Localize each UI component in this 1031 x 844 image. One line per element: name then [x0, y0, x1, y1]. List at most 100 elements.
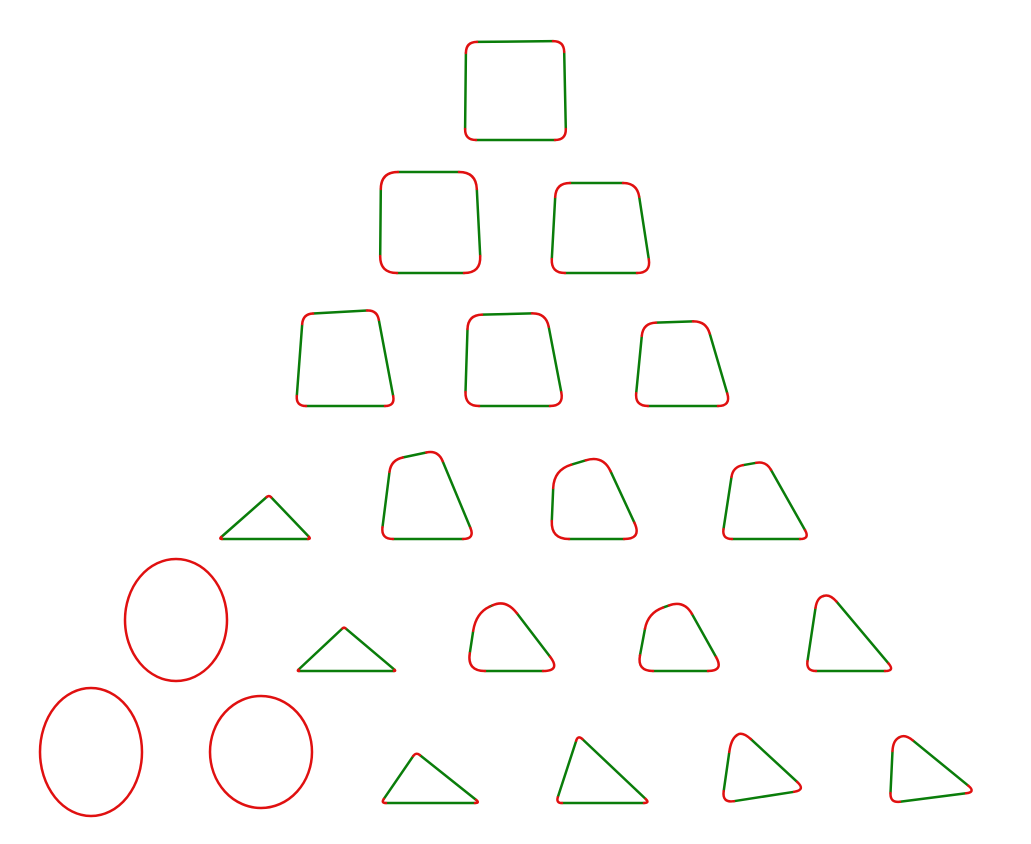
row5-shape-3: [468, 602, 556, 673]
row4-shape-2: [381, 450, 473, 541]
shape-corner: [381, 797, 388, 805]
shape-corner: [468, 651, 487, 673]
shape-corner: [300, 312, 315, 326]
shape-corner: [574, 736, 584, 742]
shape-edge: [441, 459, 472, 530]
shape-edge: [806, 606, 817, 663]
shape-corner: [425, 450, 444, 463]
shape-corner: [722, 789, 736, 803]
shape-edge: [609, 470, 636, 524]
shape-edge: [581, 737, 647, 801]
shape-edge: [550, 195, 557, 261]
shape-corner: [550, 257, 567, 275]
shape-corner: [457, 170, 479, 191]
shape-corner: [464, 40, 479, 55]
shape-edge: [463, 51, 468, 131]
row4-triangle: [219, 494, 312, 541]
row6-ellipse-2: [208, 694, 314, 810]
shape-corner: [735, 732, 753, 741]
row6-shape-5: [722, 732, 803, 803]
shape-corner: [722, 527, 734, 541]
shape-corner: [891, 736, 900, 753]
shape-edge: [898, 792, 968, 803]
row5-triangle: [296, 626, 397, 673]
row5-shape-5: [806, 594, 893, 673]
shape-corner: [792, 780, 803, 794]
shape-corner: [622, 521, 638, 541]
shape-edge: [220, 495, 268, 539]
shape-edge: [569, 459, 588, 466]
shape-corner: [814, 594, 825, 610]
shape-corner: [638, 654, 655, 673]
shape-edge: [550, 486, 555, 523]
shape-corner: [634, 391, 650, 408]
shape-edge: [911, 739, 970, 787]
shape-corner: [462, 254, 482, 275]
row5-ellipse: [123, 557, 229, 683]
shape-corner: [388, 456, 404, 474]
shape-corner: [889, 791, 902, 804]
shape-corner: [798, 529, 808, 541]
shape-corner: [643, 606, 665, 630]
shape-edge: [562, 50, 568, 131]
shape-edge: [634, 334, 644, 395]
shape-edge: [297, 627, 344, 671]
shape-corner: [642, 797, 649, 805]
shape-edge: [475, 187, 482, 258]
shape-corner: [306, 535, 312, 541]
shape-edge: [295, 322, 304, 398]
shape-edge: [547, 325, 563, 394]
shape-corner: [548, 391, 563, 408]
shape-corner: [295, 394, 308, 408]
shape-corner: [754, 461, 773, 471]
shape-edge: [722, 750, 731, 793]
shape-corner: [381, 525, 395, 541]
shape-edge: [382, 754, 415, 801]
shape-corner: [365, 309, 381, 322]
shape-corner: [584, 457, 612, 473]
shape-corner: [553, 127, 568, 142]
row6-shape-6: [889, 734, 973, 804]
shape-corner: [219, 535, 224, 541]
shape-corner: [461, 526, 473, 541]
shape-corner: [463, 127, 478, 142]
shape-corner: [964, 784, 973, 795]
row1-shape: [463, 39, 568, 142]
shape-corner: [550, 519, 571, 541]
shape-corner: [898, 734, 914, 742]
shape-edge: [769, 468, 807, 532]
shape-corner: [491, 602, 519, 615]
shape-edge: [311, 309, 369, 315]
row2-shape-1: [378, 170, 482, 275]
shape-edge: [464, 327, 469, 394]
shape-corner: [621, 181, 641, 199]
shape-edge: [344, 627, 396, 671]
shape-edge: [749, 737, 799, 784]
shape-edge: [480, 312, 534, 316]
row3-shape-2: [464, 312, 563, 408]
shape-edge: [378, 187, 383, 258]
row4-shape-4: [722, 461, 808, 541]
shape-corner: [551, 39, 566, 54]
shape-corner: [556, 796, 564, 805]
row6-ellipse-1: [38, 686, 144, 818]
shape-edge: [418, 753, 478, 802]
shape-corner: [716, 392, 730, 408]
shape-corner: [691, 320, 711, 335]
shape-corner: [806, 659, 818, 673]
shape-edge: [556, 739, 578, 799]
shape-corner: [640, 321, 658, 338]
shape-edge: [690, 612, 718, 659]
shape-edge: [401, 451, 428, 459]
shape-corner: [378, 254, 399, 275]
shape-corner: [383, 394, 395, 408]
shape-corner: [466, 313, 484, 331]
shape-edge: [732, 790, 796, 803]
shape-corner: [728, 734, 738, 754]
shape-edge: [708, 332, 729, 395]
row5-shape-4: [638, 602, 720, 673]
shape-corner: [541, 655, 556, 673]
shape-corner: [706, 655, 720, 673]
shape-corner: [635, 257, 651, 275]
row6-shape-4: [556, 736, 649, 805]
